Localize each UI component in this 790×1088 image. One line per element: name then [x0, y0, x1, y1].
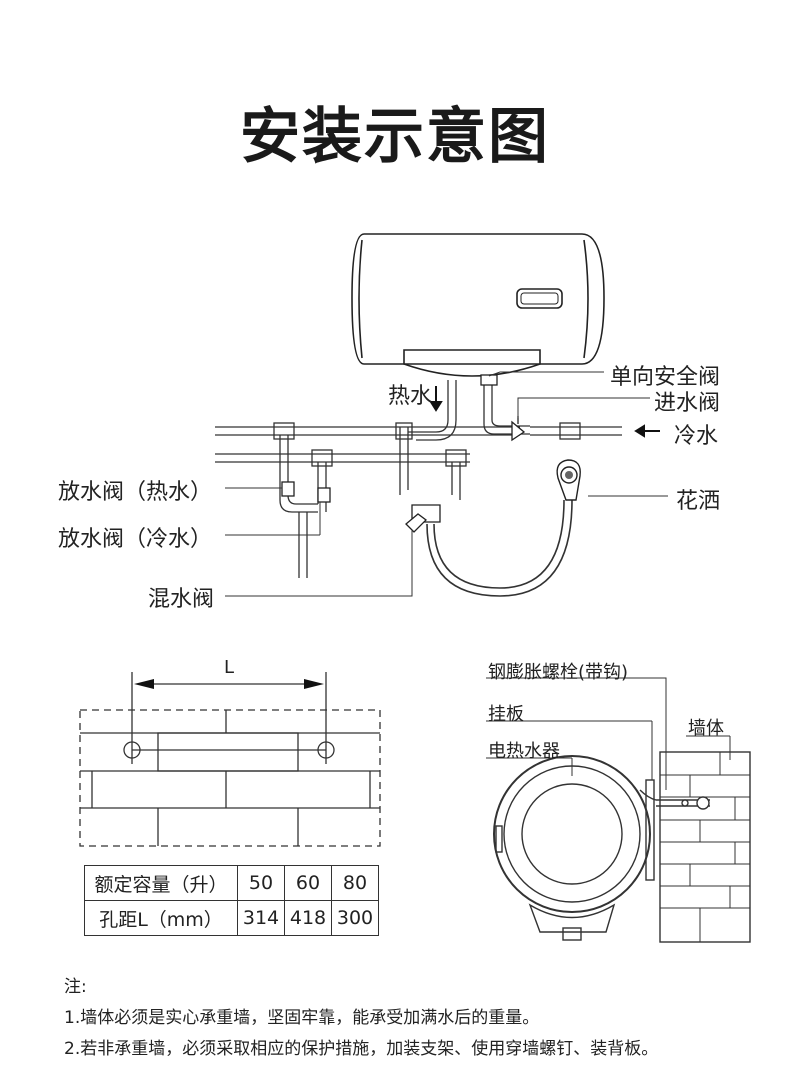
- notes: 注: 1.墙体必须是实心承重墙，坚固牢靠，能承受加满水后的重量。 2.若非承重墙…: [64, 972, 658, 1065]
- flow-arrows: [429, 386, 660, 438]
- mounting-hole-diagram: [79, 672, 381, 847]
- label-cold-water: 冷水: [674, 424, 719, 449]
- heater-tank: [351, 233, 605, 377]
- drain-cold-valve-icon: [317, 487, 331, 503]
- table-cell: 孔距L（mm）: [84, 900, 238, 936]
- dimension-arrows: [134, 679, 324, 689]
- label-wall: 墙体: [688, 718, 724, 739]
- table-cell: 418: [284, 900, 332, 936]
- hanger-plate: [645, 779, 655, 881]
- heater-outer: [493, 755, 651, 913]
- table-cell: 额定容量（升）: [84, 865, 238, 901]
- bolt: [639, 789, 710, 801]
- table-cell: 80: [331, 865, 379, 901]
- spec-table: 额定容量（升） 50 60 80 孔距L（mm） 314 418 300: [84, 865, 379, 936]
- label-hot-water: 热水: [388, 384, 433, 409]
- wall: [659, 751, 751, 943]
- notes-heading: 注:: [64, 977, 87, 997]
- pipes: [215, 380, 622, 597]
- label-heater: 电热水器: [488, 741, 560, 762]
- side-view-diagram: [486, 677, 751, 943]
- note-line-2: 2.若非承重墙，必须采取相应的保护措施，加装支架、使用穿墙螺钉、装背板。: [64, 1039, 659, 1059]
- table-cell: 300: [331, 900, 379, 936]
- label-mixing-valve: 混水阀: [148, 587, 215, 612]
- table-cell: 314: [237, 900, 285, 936]
- label-drain-cold: 放水阀（冷水）: [58, 527, 213, 552]
- table-row: 孔距L（mm） 314 418 300: [84, 900, 379, 936]
- note-line-1: 1.墙体必须是实心承重墙，坚固牢靠，能承受加满水后的重量。: [64, 1008, 540, 1028]
- table-cell: 60: [284, 865, 332, 901]
- label-check-valve: 单向安全阀: [610, 365, 721, 390]
- page-title: 安装示意图: [240, 102, 550, 172]
- control-panel: [516, 288, 563, 309]
- label-shower: 花洒: [676, 489, 721, 514]
- check-valve-body: [480, 374, 498, 386]
- hot-water-arrow-icon: [429, 401, 443, 412]
- drain-hot-valve-icon: [281, 481, 295, 497]
- table-row: 额定容量（升） 50 60 80: [84, 865, 379, 901]
- label-drain-hot: 放水阀（热水）: [58, 480, 213, 505]
- label-dimension-l: L: [224, 657, 235, 678]
- inlet-valve-icon: [511, 420, 526, 442]
- label-hanger: 挂板: [488, 704, 524, 725]
- cold-water-arrow-icon: [634, 424, 645, 438]
- label-bolt: 钢膨胀螺栓(带钩): [488, 662, 629, 683]
- valves: [281, 374, 526, 533]
- shower-head-icon: [556, 459, 581, 501]
- heater-inner: [503, 765, 641, 903]
- table-cell: 50: [237, 865, 285, 901]
- leader-lines: [225, 371, 668, 597]
- label-inlet-valve: 进水阀: [654, 391, 721, 416]
